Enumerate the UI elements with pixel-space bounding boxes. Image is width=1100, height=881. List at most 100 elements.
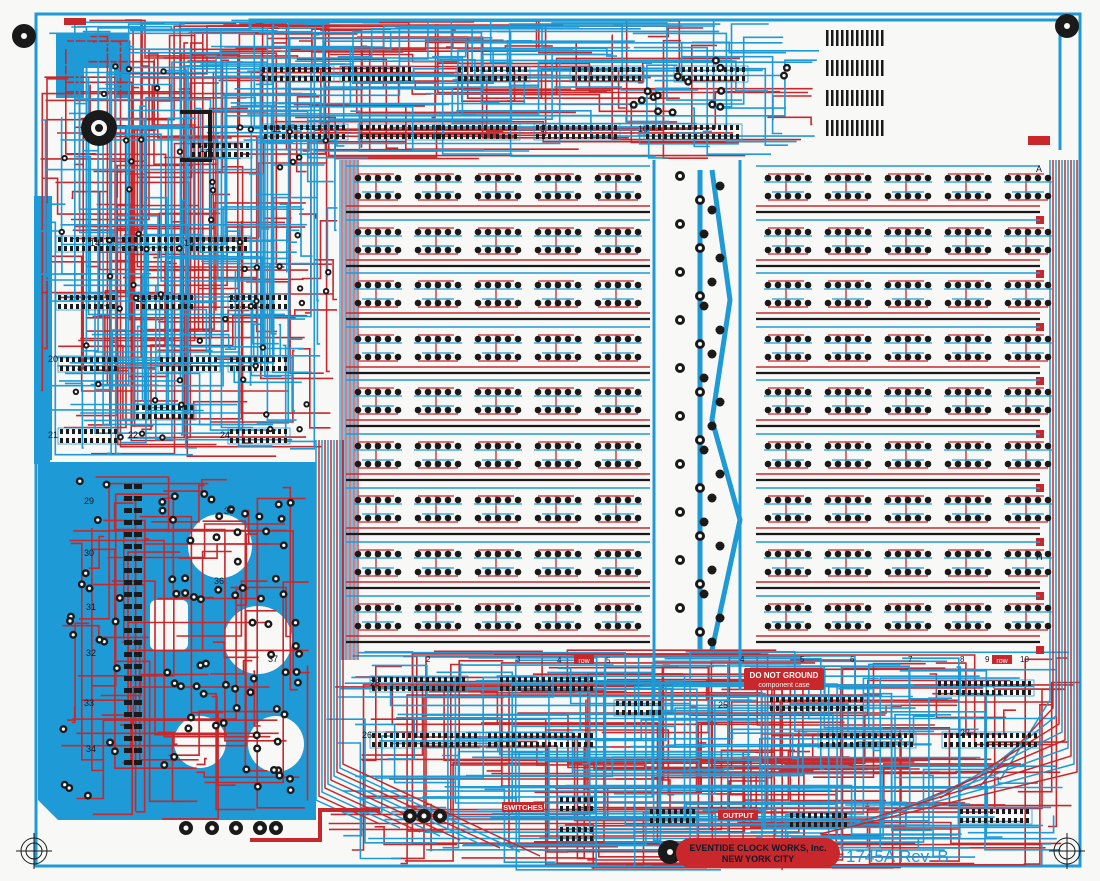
ic-reference-number: 37 (268, 654, 278, 664)
led-digit-footprint (414, 387, 462, 415)
led-digit-footprint (474, 441, 522, 469)
led-digit-footprint (884, 387, 932, 415)
mounting-hole-top-left (12, 24, 36, 48)
trimmer-component (81, 110, 117, 146)
mid-marker-1: 4 (557, 656, 562, 665)
led-digit-footprint (354, 495, 402, 523)
column-number: 5 (800, 655, 805, 664)
led-digit-footprint (824, 441, 872, 469)
led-digit-footprint (534, 495, 582, 523)
dip-ic-footprint (369, 731, 481, 749)
led-digit-footprint (764, 173, 812, 201)
dip-ic-footprint (57, 427, 121, 445)
warning-label: DO NOT GROUND (750, 671, 819, 680)
led-digit-footprint (944, 173, 992, 201)
top-layer-traces (40, 19, 1069, 871)
led-digit-footprint (534, 334, 582, 362)
led-digit-footprint (1004, 334, 1052, 362)
led-digit-footprint (474, 334, 522, 362)
ic-reference-number: 11 (272, 124, 281, 134)
dip-ic-footprint (357, 123, 445, 141)
led-digit-footprint (594, 334, 642, 362)
ic-reference-number: 16 (136, 294, 146, 304)
led-digit-footprint (474, 387, 522, 415)
ic-reference-number: 32 (86, 648, 96, 658)
row-tag-box-mid (574, 655, 594, 664)
column-number: 7 (908, 655, 913, 664)
dip-ic-footprint (557, 795, 597, 813)
ic-reference-number: 33 (84, 698, 94, 708)
led-digit-footprint (594, 441, 642, 469)
led-digit-footprint (824, 334, 872, 362)
maker-banner (676, 838, 840, 868)
led-digit-footprint (594, 495, 642, 523)
maker-city: NEW YORK CITY (722, 854, 794, 864)
dip-ic-footprint (647, 807, 699, 825)
ic-reference-number: 31 (86, 602, 96, 612)
led-digit-footprint (944, 227, 992, 255)
led-digit-footprint (824, 227, 872, 255)
dip-ic-footprint (817, 731, 917, 749)
row-tag: row (996, 658, 1008, 665)
led-digit-footprint (824, 387, 872, 415)
led-digit-footprint (534, 227, 582, 255)
dip-ic-footprint (369, 675, 469, 693)
led-digit-footprint (944, 387, 992, 415)
dip-ic-footprint (433, 123, 521, 141)
column-number: 10 (1020, 655, 1029, 664)
dip-ic-footprint (133, 403, 197, 421)
ic-reference-number: 25 (718, 700, 728, 710)
led-digit-footprint (884, 227, 932, 255)
led-digit-footprint (534, 387, 582, 415)
led-digit-footprint (884, 603, 932, 631)
led-digit-footprint (884, 173, 932, 201)
led-digit-footprint (1004, 549, 1052, 577)
led-digit-footprint (534, 280, 582, 308)
led-digit-footprint (474, 603, 522, 631)
led-digit-footprint (884, 280, 932, 308)
ic-reference-number: 14 (90, 238, 100, 248)
led-digit-footprint (1004, 173, 1052, 201)
column-number: 2 (426, 655, 431, 664)
column-number: 4 (740, 655, 745, 664)
dip-ic-footprint (57, 355, 121, 373)
ic-reference-number: 15 (184, 238, 194, 248)
dip-ic-footprint (935, 679, 1035, 697)
dip-ic-footprint (941, 731, 1041, 749)
led-digit-footprint (944, 495, 992, 523)
dip-ic-footprint (455, 65, 531, 83)
column-number: 6 (850, 655, 855, 664)
led-digit-footprint (884, 495, 932, 523)
dip-ic-footprint (497, 675, 597, 693)
fiducial-bottom-right (1049, 833, 1085, 869)
led-digit-footprint (764, 603, 812, 631)
ic-reference-number: 18 (228, 294, 238, 304)
led-digit-footprint (594, 280, 642, 308)
led-digit-footprint (354, 387, 402, 415)
led-digit-footprint (594, 227, 642, 255)
dip-ic-footprint (767, 695, 867, 713)
led-digit-footprint (354, 173, 402, 201)
ic-reference-number: 27 (960, 728, 970, 738)
led-digit-footprint (414, 334, 462, 362)
dip-ic-footprint (227, 427, 291, 445)
led-digit-footprint (884, 334, 932, 362)
corner-tag-top-left (64, 18, 86, 25)
ic-reference-number: 9 (540, 124, 545, 134)
model-revision: 1745A Rev. B (846, 847, 949, 866)
fiducial-bottom-left (16, 833, 52, 869)
led-digit-footprint (824, 603, 872, 631)
discrete-component-pads (58, 56, 791, 835)
led-digit-footprint (1004, 603, 1052, 631)
led-digit-footprint (534, 603, 582, 631)
ic-reference-number: 34 (86, 744, 96, 754)
led-digit-footprint (474, 549, 522, 577)
column-number: 8 (960, 655, 965, 664)
led-digit-footprint (1004, 280, 1052, 308)
maker-name: EVENTIDE CLOCK WORKS, Inc. (689, 843, 826, 853)
output-label: OUTPUT (723, 811, 754, 820)
led-digit-footprint (824, 495, 872, 523)
led-digit-footprint (1004, 387, 1052, 415)
ic-reference-number: 36 (214, 576, 224, 586)
